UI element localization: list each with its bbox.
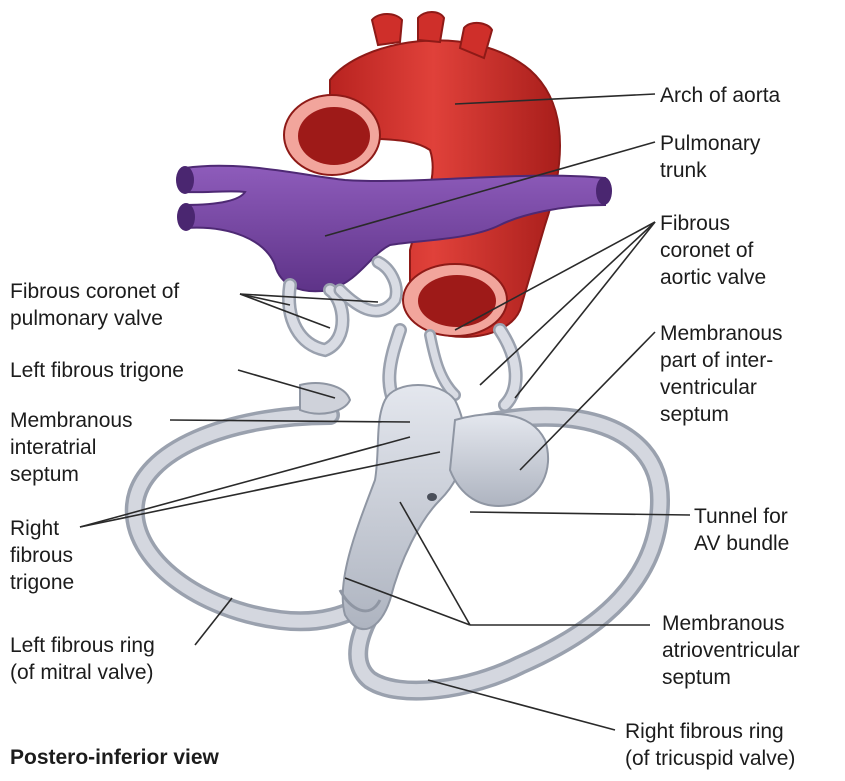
label-fibrous-coronet-pulmonary-valve: Fibrous coronet of pulmonary valve	[10, 278, 179, 332]
label-left-fibrous-trigone: Left fibrous trigone	[10, 357, 184, 384]
label-right-fibrous-ring: Right fibrous ring (of tricuspid valve)	[625, 718, 795, 772]
label-pulmonary-trunk: Pulmonary trunk	[660, 130, 760, 184]
leader-right-fibrous-ring	[428, 680, 615, 730]
leader-membranous-atrioventricular-1	[400, 502, 470, 625]
label-membranous-interatrial-septum: Membranous interatrial septum	[10, 407, 133, 488]
aortic-root	[403, 264, 507, 336]
view-caption: Postero-inferior view	[10, 744, 219, 771]
label-right-fibrous-trigone: Right fibrous trigone	[10, 515, 74, 596]
label-fibrous-coronet-aortic-valve: Fibrous coronet of aortic valve	[660, 210, 766, 291]
leader-membranous-interatrial	[170, 420, 410, 422]
label-arch-of-aorta: Arch of aorta	[660, 82, 780, 109]
label-membranous-interventricular-septum: Membranous part of inter- ventricular se…	[660, 320, 783, 428]
label-tunnel-av-bundle: Tunnel for AV bundle	[694, 503, 789, 557]
label-left-fibrous-ring: Left fibrous ring (of mitral valve)	[10, 632, 155, 686]
label-membranous-atrioventricular-septum: Membranous atrioventricular septum	[662, 610, 800, 691]
